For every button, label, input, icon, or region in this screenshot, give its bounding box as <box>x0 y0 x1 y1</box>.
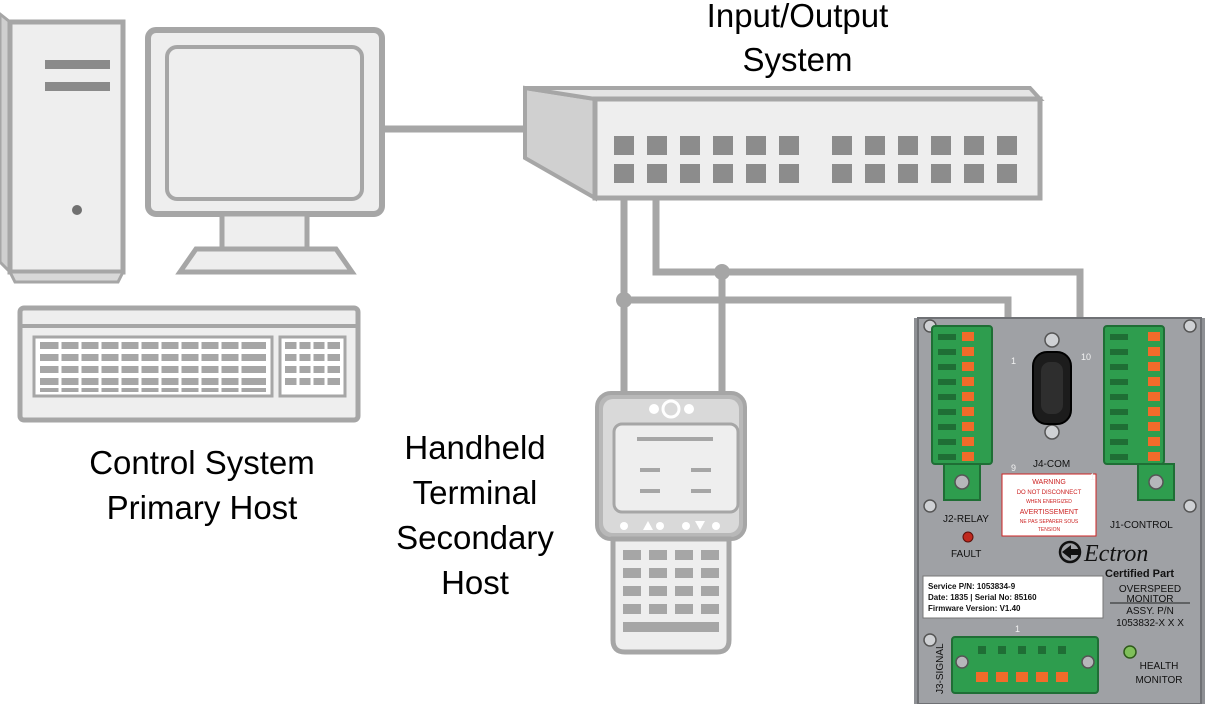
j2-label: J2-RELAY <box>943 514 989 525</box>
product-line: OVERSPEED <box>1119 584 1181 595</box>
warning-line: NE PAS SEPARER SOUS <box>1020 519 1079 525</box>
j3-terminal-block <box>951 636 1099 694</box>
junction-dot <box>616 292 632 308</box>
handheld-label-line: Handheld <box>404 429 546 466</box>
warning-line: WARNING <box>1032 479 1066 486</box>
info-line: Firmware Version: V1.40 <box>928 604 1021 613</box>
product-line: ASSY. P/N <box>1126 606 1174 617</box>
health-line: HEALTH <box>1140 661 1179 672</box>
primary-host-label-line: Control System <box>89 444 315 481</box>
j3-label: J3-SIGNAL <box>935 643 946 694</box>
warning-line: DO NOT DISCONNECT <box>1017 490 1082 496</box>
pin-label-10: 10 <box>1081 352 1091 362</box>
pin-label-1b: 1 <box>1090 472 1095 482</box>
certified-label: Certified Part <box>1105 568 1174 580</box>
power-led <box>72 205 82 215</box>
monitor <box>145 27 385 275</box>
handheld-label-line: Host <box>441 564 509 601</box>
pin-label-1: 1 <box>1011 356 1016 366</box>
pin-label-9: 9 <box>1011 463 1016 473</box>
overspeed-monitor: 1 9 10 1 J4-COM J2-RELAY J1-CONTROL FAUL… <box>914 317 1205 704</box>
mounting-screws <box>923 319 1197 647</box>
j4-label: J4-COM <box>1033 459 1070 470</box>
ectron-arrow-icon <box>1062 545 1079 559</box>
j2-terminal-block <box>931 325 993 501</box>
j1-terminal-block <box>1103 325 1175 501</box>
handheld-label: Handheld Terminal Secondary Host <box>375 425 575 605</box>
keyboard <box>17 305 361 423</box>
info-line: Date: 1835 | Serial No: 85160 <box>928 593 1037 602</box>
main-keys <box>40 342 266 392</box>
health-line: MONITOR <box>1135 675 1182 686</box>
warning-line: AVERTISSEMENT <box>1020 509 1079 516</box>
product-line: MONITOR <box>1126 594 1173 605</box>
handheld-label-line: Secondary <box>396 519 554 556</box>
ectron-logo-icon <box>1058 540 1082 564</box>
io-system-label-line: System <box>742 41 853 78</box>
key-separators <box>58 340 328 392</box>
primary-host-label: Control System Primary Host <box>52 440 352 530</box>
handheld-nav-buttons <box>620 521 720 530</box>
brand-name: Ectron <box>1083 541 1148 567</box>
pc-tower <box>0 12 126 284</box>
io-system-label: Input/Output System <box>640 0 955 82</box>
product-line: 1053832-X X X <box>1116 618 1184 629</box>
j4-connector <box>1032 332 1072 440</box>
io-ports <box>614 136 1017 183</box>
fault-label: FAULT <box>951 549 981 560</box>
warning-label <box>1001 473 1097 537</box>
bus-wire <box>624 296 1012 318</box>
health-led <box>1123 645 1137 659</box>
wiring <box>380 125 1084 392</box>
warning-line: WHEN ENERGIZED <box>1026 499 1072 505</box>
handheld-keypad <box>623 550 719 632</box>
io-wire-b <box>652 178 1084 318</box>
fault-led <box>962 531 974 543</box>
handheld-terminal <box>595 391 747 655</box>
info-line: Service P/N: 1053834-9 <box>928 582 1016 591</box>
pin-label-j3: 1 <box>1015 624 1020 634</box>
primary-host-label-line: Primary Host <box>106 489 298 526</box>
io-system <box>523 85 1045 202</box>
warning-line: TENSION <box>1038 527 1061 533</box>
j1-label: J1-CONTROL <box>1110 520 1173 531</box>
handheld-label-line: Terminal <box>412 474 538 511</box>
io-system-label-line: Input/Output <box>706 0 889 34</box>
info-label <box>922 575 1104 619</box>
junction-dot <box>714 264 730 280</box>
